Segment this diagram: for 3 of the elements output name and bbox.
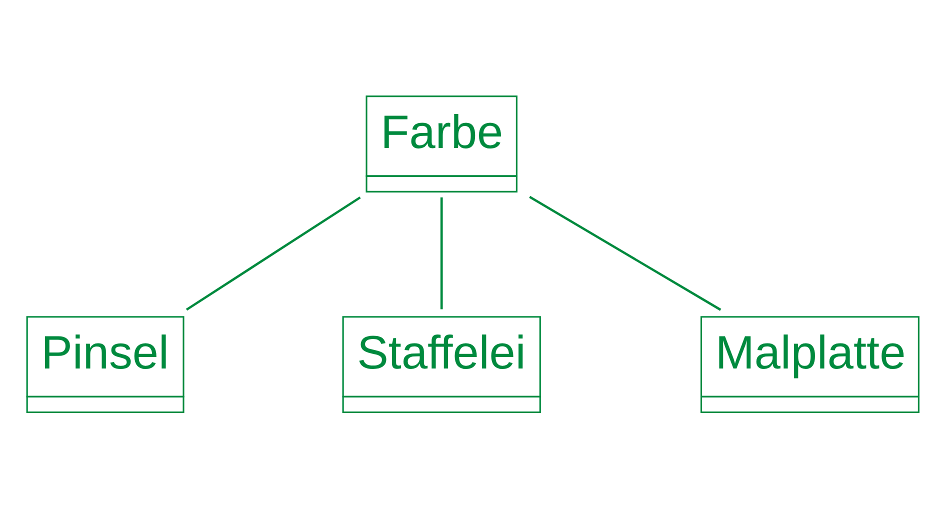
connector — [186, 196, 361, 310]
connector — [440, 196, 443, 309]
connector — [529, 195, 722, 310]
